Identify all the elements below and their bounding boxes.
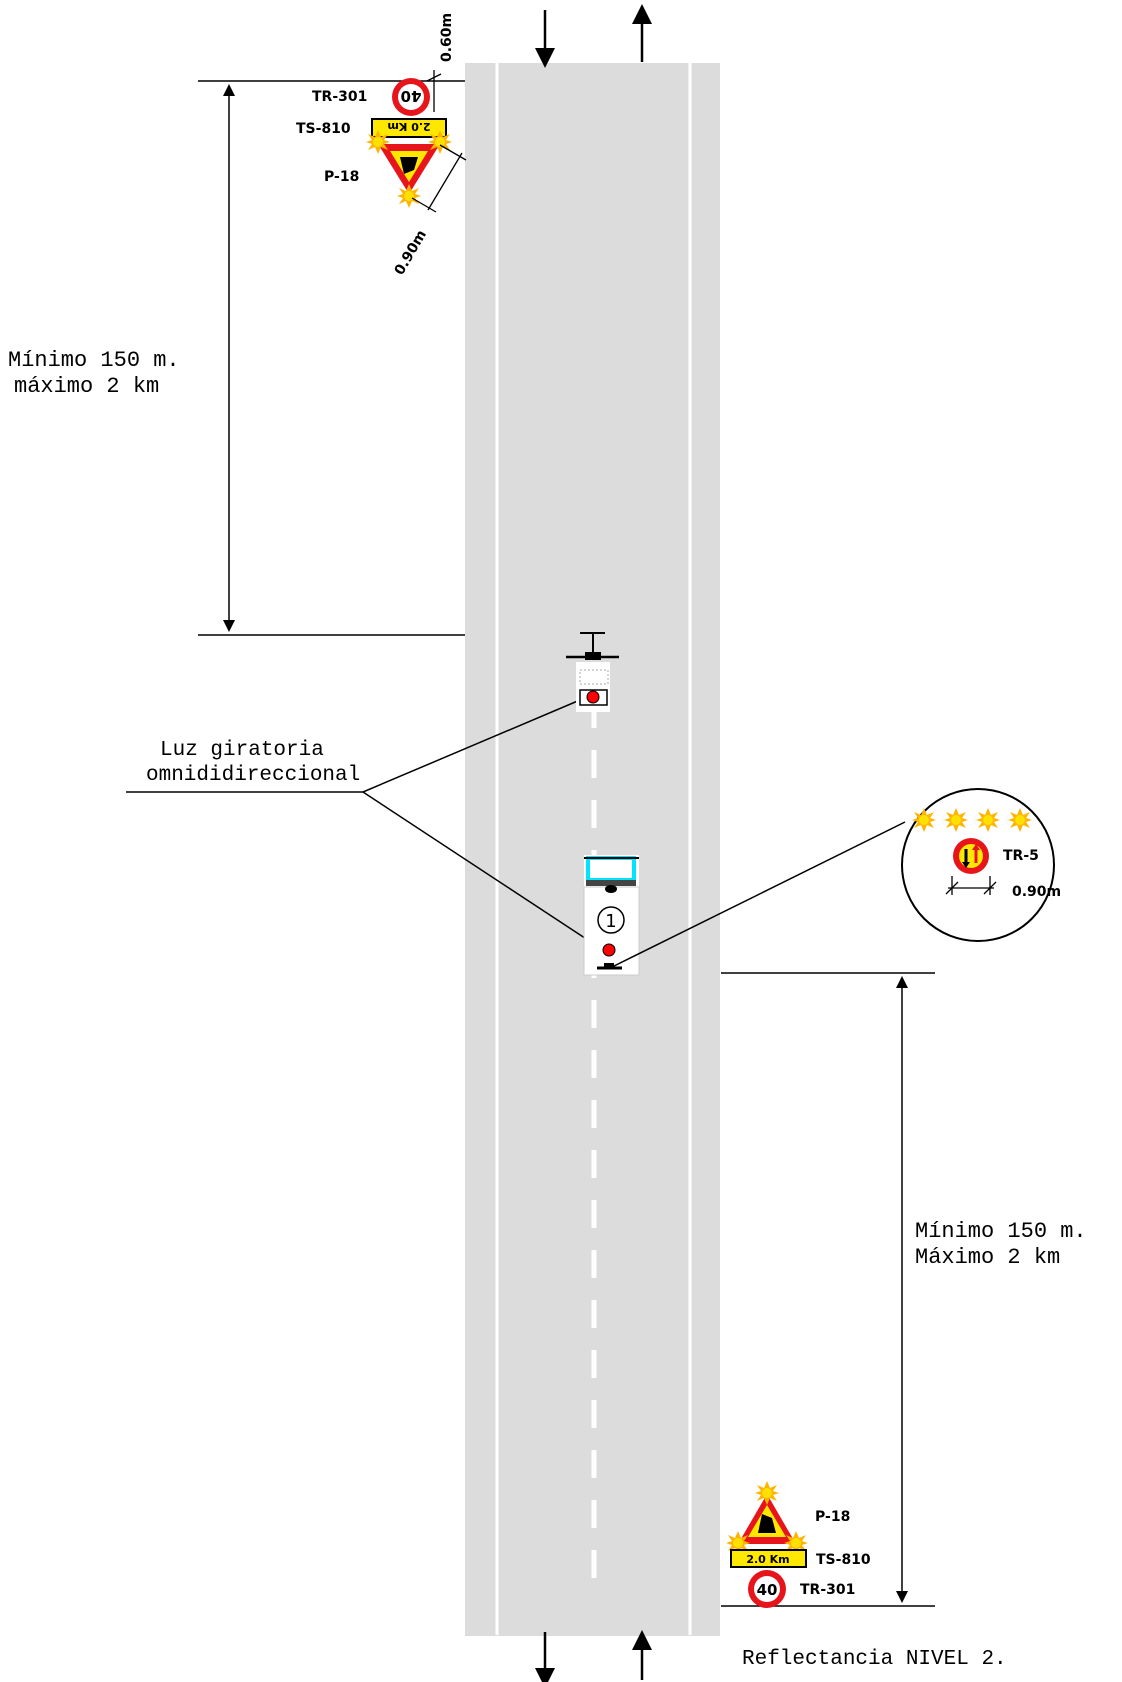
dim-060-label: 0.60m — [439, 13, 455, 62]
top-p18-label: P-18 — [324, 169, 359, 185]
speed-limit-sign-icon: 40 — [392, 78, 430, 116]
top-distance-line2: máximo 2 km — [14, 374, 159, 399]
road-lower-gap — [465, 1635, 720, 1636]
vehicle-number: 1 — [605, 911, 616, 932]
signal-vehicle-rear — [566, 632, 619, 712]
top-tr301-value: 40 — [401, 87, 422, 105]
flash-light-icon — [397, 184, 421, 208]
callout-line1: Luz giratoria — [160, 739, 324, 762]
tr5-dim-label: 0.90m — [1012, 884, 1061, 900]
signal-vehicle-truck: 1 — [583, 855, 640, 976]
callout-line2: omnididireccional — [146, 764, 360, 787]
top-tr301-label: TR-301 — [312, 89, 367, 105]
bottom-tr301-label: TR-301 — [800, 1582, 855, 1598]
speed-limit-sign-icon: 40 — [748, 1570, 786, 1608]
top-distance-line1: Mínimo 150 m. — [8, 348, 180, 373]
beacon-callout: Luz giratoria omnididireccional — [126, 699, 601, 949]
direction-arrows — [535, 4, 652, 1682]
bottom-distance-dimension: Mínimo 150 m. Máximo 2 km — [721, 972, 1087, 1607]
beacon-light-icon — [586, 690, 600, 704]
bottom-ts810-label: TS-810 — [816, 1552, 871, 1568]
beacon-light-icon — [602, 943, 616, 957]
bottom-distance-line2: Máximo 2 km — [915, 1245, 1060, 1270]
bottom-tr301-value: 40 — [757, 1581, 778, 1599]
dim-090-ext2 — [411, 197, 437, 213]
dim-090-ext1 — [439, 144, 467, 161]
dim-090-diagonal-line — [427, 152, 463, 211]
bottom-p18-label: P-18 — [815, 1509, 850, 1525]
road-surface — [465, 63, 720, 1635]
top-sign-group: 0.60m 40 TR-301 2.0 Km TS-810 P-18 0.90m — [296, 13, 467, 278]
detail-leader — [609, 821, 906, 969]
top-distance-dimension: Mínimo 150 m. máximo 2 km — [8, 80, 465, 636]
callout-leader-lower — [362, 791, 601, 949]
top-ts810-label: TS-810 — [296, 121, 351, 137]
priority-sign-icon — [953, 838, 989, 874]
bottom-sign-group: P-18 2.0 Km TS-810 40 TR-301 — [726, 1481, 871, 1608]
roadworks-triangle-icon — [378, 144, 440, 194]
reflectance-note: Reflectancia NIVEL 2. — [742, 1648, 1007, 1671]
road — [465, 63, 720, 1636]
ts810-panel: 2.0 Km — [371, 118, 447, 138]
flash-light-icon — [755, 1481, 779, 1505]
roadworks-triangle-icon — [738, 1494, 796, 1544]
bottom-ts810-value: 2.0 Km — [746, 1553, 789, 1566]
callout-leader-upper — [362, 699, 581, 793]
top-ts810-value: 2.0 Km — [387, 120, 430, 133]
tr5-detail: TR-5 0.90m — [609, 788, 1061, 969]
bottom-distance-line1: Mínimo 150 m. — [915, 1219, 1087, 1244]
dim-060-tick — [426, 73, 442, 82]
tr5-label: TR-5 — [1003, 848, 1039, 864]
top-dim-090-label: 0.90m — [392, 227, 430, 278]
ts810-panel: 2.0 Km — [730, 1549, 807, 1568]
